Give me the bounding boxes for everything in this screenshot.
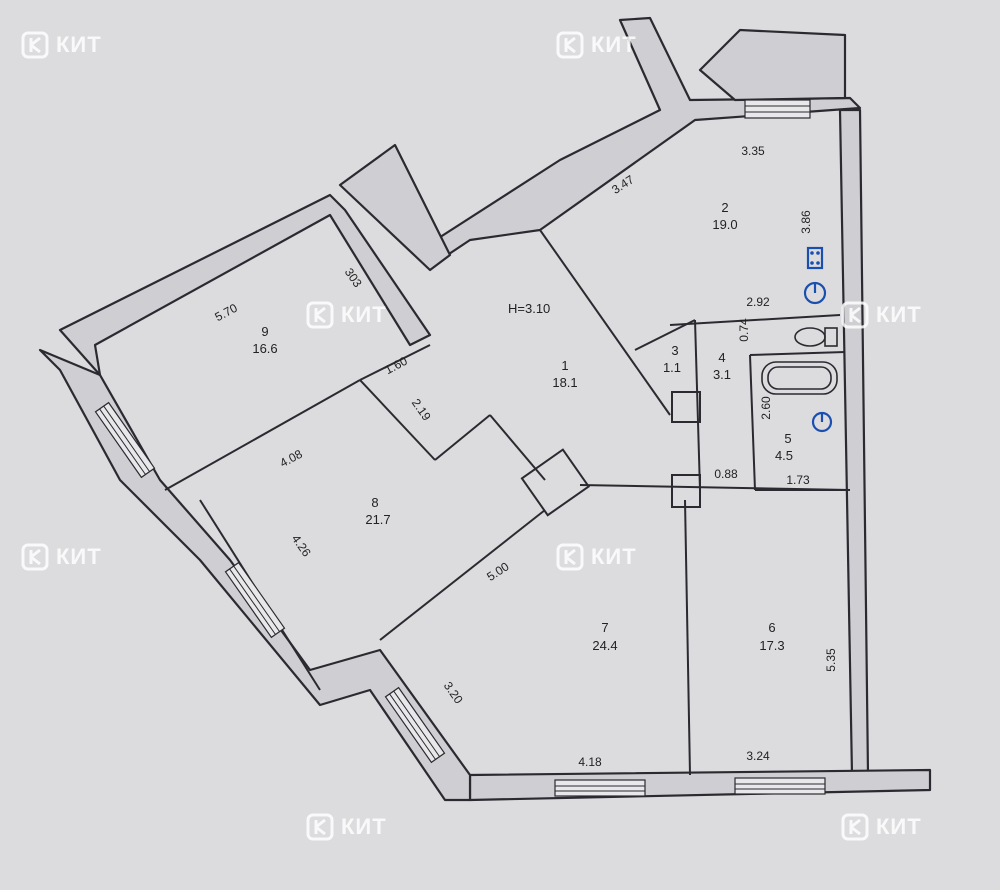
watermark-text: КИТ (341, 302, 387, 327)
bathroom-sink-icon (811, 411, 833, 433)
room-8-number: 8 (371, 495, 378, 510)
bathtub-icon (761, 361, 838, 395)
room-1-number: 1 (561, 358, 568, 373)
watermark-text: КИТ (591, 544, 637, 569)
kit-logo-icon (306, 301, 334, 329)
dimension-label: 2.92 (746, 295, 770, 309)
room-6-number: 6 (768, 620, 775, 635)
room-4-number: 4 (718, 350, 725, 365)
watermark-logo: КИТ (20, 30, 102, 60)
watermark-logo: КИТ (305, 300, 387, 330)
window-left-lower (384, 686, 446, 764)
room-3-area: 1.1 (663, 360, 681, 375)
windows (94, 99, 826, 797)
room-labels: 1 18.1 2 19.0 3 1.1 4 3.1 5 4.5 6 17.3 7… (252, 200, 793, 653)
watermark-logo: КИТ (20, 542, 102, 572)
interior-partitions (164, 229, 851, 776)
dimension-label: 3.24 (746, 749, 770, 763)
wall-balcony (698, 28, 847, 102)
dimension-label: 0.88 (714, 467, 738, 481)
wall-corner-top (338, 143, 452, 272)
window-left-middle (224, 561, 286, 639)
watermark-logo: КИТ (305, 812, 387, 842)
dimension-label: 5.00 (484, 559, 511, 584)
dimension-label: 5.35 (824, 648, 838, 672)
wall-right-vertical (838, 108, 870, 777)
window-bottom-right (734, 777, 826, 795)
kit-logo-icon (556, 543, 584, 571)
room-9-number: 9 (261, 324, 268, 339)
room-1-area: 18.1 (552, 375, 577, 390)
room-6-area: 17.3 (759, 638, 784, 653)
outer-walls (38, 16, 932, 802)
dimension-label: 0.74 (737, 318, 751, 342)
dimension-label: 5.70 (213, 301, 240, 324)
stove-icon (806, 246, 824, 270)
dimension-label: 2.19 (409, 396, 434, 423)
room-2-area: 19.0 (712, 217, 737, 232)
kit-logo-icon (841, 301, 869, 329)
toilet-icon (794, 327, 838, 347)
kit-logo-icon (21, 543, 49, 571)
ceiling-height-label: H=3.10 (508, 301, 550, 316)
window-top (744, 99, 811, 119)
room-5-number: 5 (784, 431, 791, 446)
wall-bottom (468, 768, 932, 802)
room-7-area: 24.4 (592, 638, 617, 653)
watermark-logo: КИТ (555, 542, 637, 572)
watermark-logo: КИТ (555, 30, 637, 60)
room-9-area: 16.6 (252, 341, 277, 356)
fixtures (761, 246, 838, 433)
room-4-area: 3.1 (713, 367, 731, 382)
dimension-label: 3.86 (799, 210, 813, 234)
dimension-label: 2.60 (759, 396, 773, 420)
watermark-logo: КИТ (840, 812, 922, 842)
watermark-text: КИТ (591, 32, 637, 57)
watermark-logo: КИТ (840, 300, 922, 330)
kit-logo-icon (21, 31, 49, 59)
window-bottom-left (554, 779, 646, 797)
dimension-label: 3.20 (441, 679, 466, 706)
dimension-label: 303 (342, 265, 365, 290)
watermark-text: КИТ (56, 544, 102, 569)
kit-logo-icon (306, 813, 334, 841)
room-8-area: 21.7 (365, 512, 390, 527)
kit-logo-icon (841, 813, 869, 841)
dimension-label: 4.18 (578, 755, 602, 769)
dimension-label: 1.73 (786, 473, 810, 487)
watermark-text: КИТ (876, 302, 922, 327)
watermark-text: КИТ (341, 814, 387, 839)
watermark-text: КИТ (876, 814, 922, 839)
kitchen-sink-icon (803, 281, 827, 305)
kit-logo-icon (556, 31, 584, 59)
window-left-upper (94, 401, 156, 479)
dimension-label: 3.35 (741, 144, 765, 158)
room-3-number: 3 (671, 343, 678, 358)
room-5-area: 4.5 (775, 448, 793, 463)
dimension-label: 4.26 (289, 532, 314, 559)
wall-top-left (58, 193, 432, 377)
room-2-number: 2 (721, 200, 728, 215)
watermark-text: КИТ (56, 32, 102, 57)
dimension-label: 4.08 (278, 447, 305, 470)
room-7-number: 7 (601, 620, 608, 635)
